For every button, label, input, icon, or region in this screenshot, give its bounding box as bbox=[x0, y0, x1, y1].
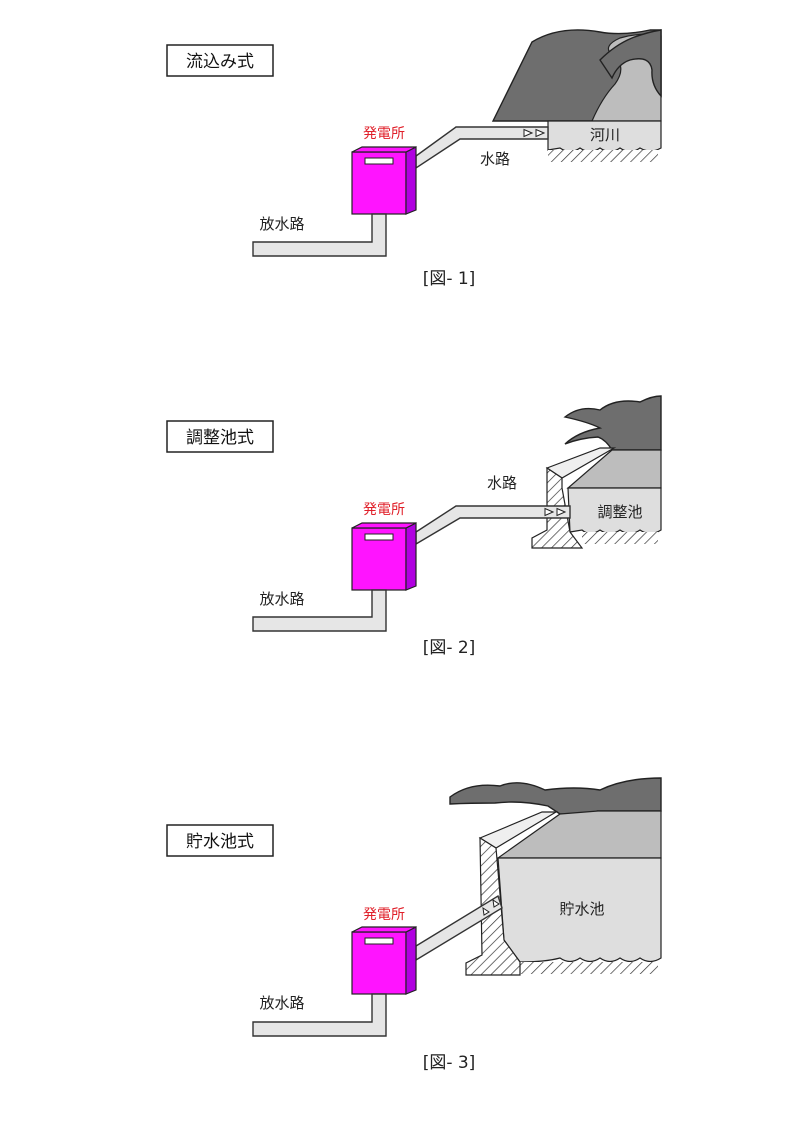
figure-1-tailrace-pipe bbox=[252, 213, 387, 257]
figure-2-caption: [図- 2] bbox=[423, 638, 476, 658]
figure-1-mountains bbox=[491, 29, 662, 122]
figure-1: 流込み式 河川 水路 発電所 放水路 [図- bbox=[166, 29, 662, 289]
figure-2-tailrace-label: 放水路 bbox=[259, 590, 304, 608]
figure-3: 貯水池式 貯水池 発電所 bbox=[166, 777, 662, 1073]
figure-1-powerhouse-label: 発電所 bbox=[363, 126, 405, 142]
figure-2-headrace-label: 水路 bbox=[487, 474, 517, 492]
figure-2-title-box: 調整池式 bbox=[166, 420, 274, 453]
figure-2-title: 調整池式 bbox=[186, 428, 254, 448]
figure-3-tailrace-label: 放水路 bbox=[259, 994, 304, 1012]
figure-1-source-label: 河川 bbox=[590, 126, 620, 144]
figure-2-source-label: 調整池 bbox=[597, 503, 642, 521]
figure-3-flow-arrows bbox=[482, 898, 500, 916]
figure-2-tailrace-pipe bbox=[252, 589, 387, 632]
figure-2: 調整池式 調整池 水路 発電所 bbox=[166, 395, 662, 658]
figure-1-river: 河川 bbox=[547, 120, 662, 162]
figure-1-title-box: 流込み式 bbox=[166, 44, 274, 77]
figure-1-headrace-label: 水路 bbox=[480, 150, 510, 168]
figure-2-flow-arrows bbox=[544, 507, 567, 517]
figure-2-reservoir: 調整池 bbox=[566, 449, 662, 544]
figure-3-powerhouse-label: 発電所 bbox=[363, 907, 405, 923]
figure-1-tailrace-label: 放水路 bbox=[259, 215, 304, 233]
figure-3-source-label: 貯水池 bbox=[559, 900, 604, 918]
figure-1-flow-arrows bbox=[523, 128, 546, 138]
figure-3-tailrace-pipe bbox=[252, 993, 387, 1037]
figure-3-title: 貯水池式 bbox=[186, 832, 254, 852]
figure-1-title: 流込み式 bbox=[186, 52, 254, 72]
figure-1-caption: [図- 1] bbox=[423, 269, 476, 289]
figure-2-powerhouse bbox=[351, 522, 417, 591]
figure-1-powerhouse bbox=[351, 146, 417, 215]
figure-3-powerhouse bbox=[351, 926, 417, 995]
figure-2-mountains bbox=[563, 395, 662, 451]
figure-3-reservoir: 貯水池 bbox=[496, 810, 662, 974]
figure-3-title-box: 貯水池式 bbox=[166, 824, 274, 857]
figure-2-powerhouse-label: 発電所 bbox=[363, 502, 405, 518]
figure-3-caption: [図- 3] bbox=[423, 1053, 476, 1073]
